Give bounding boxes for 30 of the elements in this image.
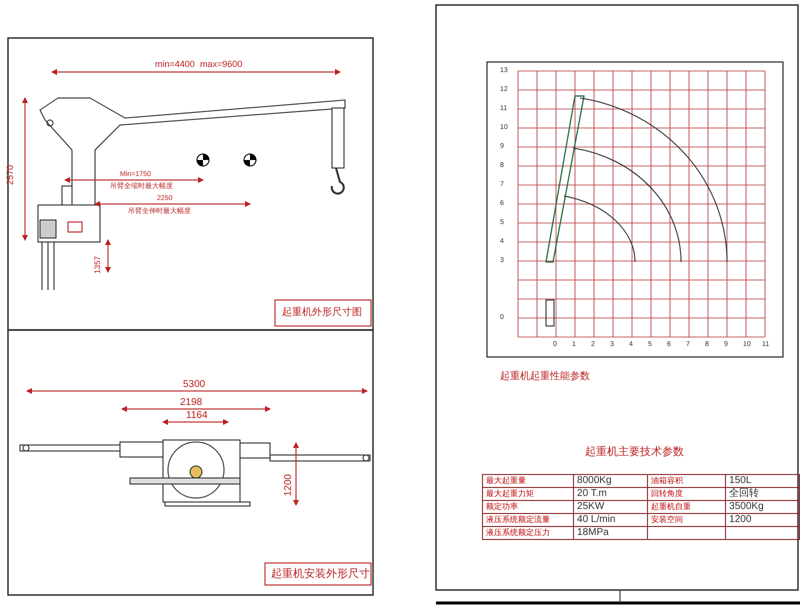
dimension-label: 1357 bbox=[94, 256, 102, 274]
parameter-name: 最大起重量 bbox=[482, 474, 574, 488]
parameter-value: 25KW bbox=[574, 500, 648, 514]
parameter-name: 液压系统额定压力 bbox=[482, 526, 574, 540]
parameter-name: 安装空间 bbox=[648, 514, 726, 526]
chart-caption: 起重机起重性能参数 bbox=[500, 372, 590, 382]
dimension-label: 5300 bbox=[183, 380, 206, 390]
parameter-name: 液压系统额定流量 bbox=[482, 514, 574, 526]
dimension-label: max=9600 bbox=[200, 60, 242, 69]
dimension-label: 2198 bbox=[180, 398, 202, 408]
dimension-label: 1164 bbox=[186, 411, 208, 421]
dimension-label: 1200 bbox=[284, 474, 294, 496]
table-title: 起重机主要技术参数 bbox=[585, 447, 684, 458]
drawing-caption: 起重机外形尺寸图 bbox=[282, 308, 362, 318]
drawing-caption: 起重机安装外形尺寸 bbox=[271, 569, 370, 580]
parameter-value: 150L bbox=[726, 474, 800, 488]
parameter-name: 起重机自重 bbox=[648, 500, 726, 514]
parameter-value: 1200 bbox=[726, 514, 800, 526]
dimension-label: min=4400 bbox=[155, 60, 195, 69]
parameter-value: 全回转 bbox=[726, 488, 800, 500]
parameter-name: 油箱容积 bbox=[648, 474, 726, 488]
parameter-name: 回转角度 bbox=[648, 488, 726, 500]
parameter-name: 最大起重力矩 bbox=[482, 488, 574, 500]
parameter-value: 8000Kg bbox=[574, 474, 648, 488]
parameter-value: 3500Kg bbox=[726, 500, 800, 514]
parameter-value: 20 T.m bbox=[574, 488, 648, 500]
parameter-value: 18MPa bbox=[574, 526, 648, 540]
dimension-label: 2570 bbox=[6, 165, 15, 186]
parameter-name: 额定功率 bbox=[482, 500, 574, 514]
parameter-value: 40 L/min bbox=[574, 514, 648, 526]
